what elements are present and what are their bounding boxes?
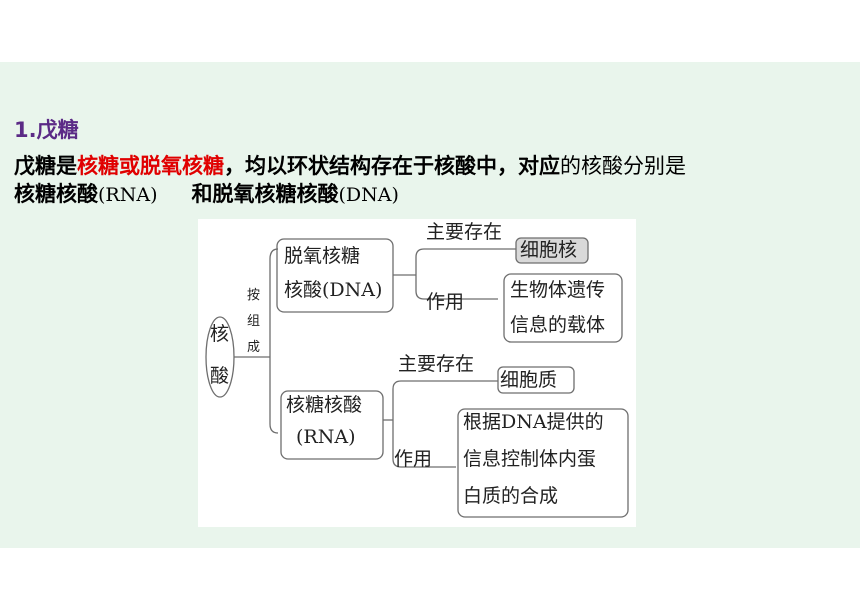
para-rna-abbr: (RNA) xyxy=(98,184,158,206)
para-text-2: ，均以环状结构存在于核酸中，对应 xyxy=(224,154,560,178)
dna-location-box xyxy=(515,237,589,264)
rna-name-line2: (RNA) xyxy=(296,426,356,448)
dna-location: 细胞核 xyxy=(520,239,578,261)
root-label-1: 核 xyxy=(210,323,230,345)
composition-label-1: 按 xyxy=(247,288,261,303)
rna-location: 细胞质 xyxy=(500,369,558,391)
rna-bracket xyxy=(392,380,402,468)
composition-label-3: 成 xyxy=(247,340,261,355)
root-label-2: 酸 xyxy=(210,365,230,387)
rna-location-label: 主要存在 xyxy=(398,353,475,375)
diagram-lines xyxy=(205,237,629,518)
dna-bracket xyxy=(415,248,425,300)
dna-function-line1: 生物体遗传 xyxy=(510,279,606,301)
para-text-3: 的核酸分别是 xyxy=(560,154,686,178)
rna-function-box xyxy=(457,408,629,518)
dna-function-label: 作用 xyxy=(426,291,465,313)
dna-name-line1: 脱氧核糖 xyxy=(284,245,361,267)
rna-function-line3: 白质的合成 xyxy=(463,485,559,507)
rna-function-line1: 根据DNA提供的 xyxy=(463,411,604,433)
rna-function-line2: 信息控制体内蛋 xyxy=(463,448,597,470)
dna-location-label: 主要存在 xyxy=(426,221,503,243)
composition-label-2: 组 xyxy=(247,314,261,329)
rna-location-box xyxy=(497,366,575,394)
dna-function-box xyxy=(503,273,623,343)
intro-paragraph: 戊糖是核糖或脱氧核糖，均以环状结构存在于核酸中，对应的核酸分别是 核糖核酸(RN… xyxy=(14,152,854,209)
para-dna-name: 和脱氧核糖核酸 xyxy=(191,182,339,206)
dna-name-line2: 核酸(DNA) xyxy=(284,279,383,301)
rna-function-label: 作用 xyxy=(394,448,433,470)
main-bracket xyxy=(269,248,279,434)
rna-name-line1: 核糖核酸 xyxy=(286,394,363,416)
para-highlight: 核糖或脱氧核糖 xyxy=(77,154,224,178)
para-rna-name: 核糖核酸 xyxy=(14,182,98,206)
rna-box xyxy=(280,390,384,460)
para-text-1: 戊糖是 xyxy=(14,154,77,178)
dna-function-line2: 信息的载体 xyxy=(510,314,606,336)
para-dna-abbr: (DNA) xyxy=(338,184,399,206)
nucleic-acid-diagram: 核 酸 按 组 成 脱氧核糖 核酸(DNA) 主要存在 细胞核 作用 生物体遗传… xyxy=(198,219,636,527)
section-heading: 1.戊糖 xyxy=(14,118,79,142)
